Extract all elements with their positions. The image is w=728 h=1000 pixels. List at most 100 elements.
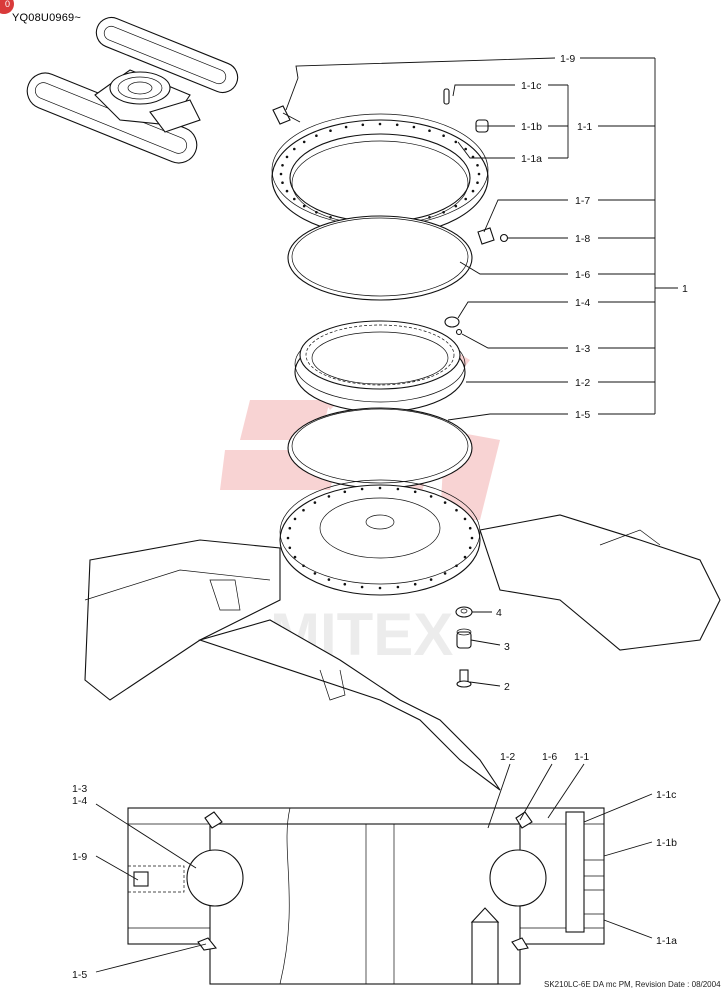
section-label-1-3: 1-3 bbox=[72, 783, 87, 795]
label-1-2: 1-2 bbox=[575, 377, 590, 389]
bolt-hole bbox=[327, 495, 331, 498]
label-1-1c: 1-1c bbox=[521, 80, 541, 92]
bolt-hole bbox=[302, 564, 305, 568]
label-1-1a: 1-1a bbox=[521, 153, 542, 165]
bolt-hole bbox=[413, 582, 417, 586]
label-1-7: 1-7 bbox=[575, 195, 590, 207]
washer-4 bbox=[455, 606, 473, 618]
bolt-hole bbox=[464, 197, 468, 201]
label-4: 4 bbox=[496, 607, 502, 619]
leader-lines bbox=[285, 57, 678, 687]
bolt-hole bbox=[476, 164, 479, 167]
bolt-hole bbox=[395, 123, 399, 127]
seal-1-5 bbox=[287, 407, 473, 489]
section-labels: 1-2 1-6 1-1 1-3 1-4 1-9 1-5 1-1c 1-1b 1-… bbox=[72, 751, 677, 981]
bolt-1-9 bbox=[272, 105, 301, 125]
bolt-hole bbox=[327, 578, 331, 581]
bolt-hole bbox=[378, 122, 382, 126]
bolt-hole bbox=[396, 487, 400, 491]
bolt-hole bbox=[476, 181, 479, 184]
label-1-3: 1-3 bbox=[575, 343, 590, 355]
bolt-hole bbox=[302, 508, 305, 512]
bolt-hole bbox=[293, 197, 296, 201]
bolt-hole bbox=[463, 517, 467, 521]
ball-plug-1-4 bbox=[444, 316, 460, 328]
seal-1-6 bbox=[287, 215, 473, 301]
label-1-6: 1-6 bbox=[575, 269, 590, 281]
section-label-1-5: 1-5 bbox=[72, 969, 87, 981]
bolt-hole bbox=[285, 189, 289, 193]
section-label-1-6: 1-6 bbox=[542, 751, 557, 763]
bolt-hole bbox=[313, 572, 317, 575]
bolt-hole bbox=[463, 555, 467, 559]
exploded-part-labels: 1-9 1-1c 1-1b 1-1 1-1a 1-7 1-8 1-6 1 1-4… bbox=[496, 53, 688, 693]
label-1-1: 1-1 bbox=[577, 121, 592, 133]
swing-mount-base bbox=[279, 479, 481, 596]
bolt-hole bbox=[378, 486, 382, 490]
bolt-hole bbox=[470, 536, 474, 540]
bolt-hole bbox=[454, 140, 458, 144]
label-2: 2 bbox=[504, 681, 510, 693]
bolt-hole bbox=[344, 125, 348, 129]
bolt-hole bbox=[313, 501, 317, 504]
bolt-hole bbox=[293, 517, 297, 521]
bolt-hole bbox=[413, 490, 417, 494]
bolt-hole bbox=[360, 487, 364, 491]
footer-revision: SK210LC-6E DA mc PM, Revision Date : 08/… bbox=[544, 980, 721, 989]
section-leader-lines bbox=[95, 763, 653, 973]
bolt-hole bbox=[471, 155, 475, 159]
bolt-hole bbox=[429, 578, 433, 581]
outer-race-1-1 bbox=[271, 113, 489, 237]
base-holes bbox=[286, 486, 474, 590]
page-badge-number: 0 bbox=[4, 0, 10, 9]
bolt-hole bbox=[412, 125, 416, 129]
section-label-1-9: 1-9 bbox=[72, 851, 87, 863]
bolt-hole bbox=[315, 211, 318, 214]
spacer-3 bbox=[456, 628, 472, 649]
plug-1-1b bbox=[475, 119, 489, 133]
cross-section-view bbox=[127, 807, 605, 985]
bolt-hole bbox=[293, 555, 297, 559]
bolt-hole bbox=[279, 172, 283, 176]
bolt-hole bbox=[281, 181, 284, 184]
label-1-8: 1-8 bbox=[575, 233, 590, 245]
bolt-hole bbox=[442, 134, 445, 137]
label-1-9: 1-9 bbox=[560, 53, 575, 65]
label-1-5: 1-5 bbox=[575, 409, 590, 421]
outer-race-holes bbox=[279, 122, 481, 226]
bolt-hole bbox=[455, 508, 458, 512]
bolt-hole bbox=[396, 585, 400, 589]
bolt-hole bbox=[454, 204, 458, 208]
bolt-hole bbox=[302, 204, 306, 208]
bolt-hole bbox=[288, 526, 292, 530]
bolt-hole bbox=[428, 216, 431, 219]
section-label-1-1: 1-1 bbox=[574, 751, 589, 763]
upper-frame bbox=[84, 514, 721, 791]
section-label-1-4: 1-4 bbox=[72, 795, 87, 807]
section-label-1-1a: 1-1a bbox=[656, 935, 677, 947]
bolt-hole bbox=[443, 572, 447, 575]
bolt-hole bbox=[464, 147, 468, 151]
pin-1-3 bbox=[455, 328, 463, 336]
label-3: 3 bbox=[504, 641, 510, 653]
bolt-hole bbox=[360, 585, 364, 589]
undercarriage-thumbnail bbox=[26, 16, 239, 164]
label-1: 1 bbox=[682, 283, 688, 295]
section-label-1-2: 1-2 bbox=[500, 751, 515, 763]
bolt-hole bbox=[329, 216, 332, 219]
inner-race-gear-1-2 bbox=[294, 320, 466, 413]
grease-nipple-1-8 bbox=[499, 233, 509, 243]
bolt-hole bbox=[468, 526, 472, 530]
label-1-1b: 1-1b bbox=[521, 121, 542, 133]
bolt-hole bbox=[302, 140, 306, 144]
bolt-2 bbox=[456, 669, 472, 688]
bolt-hole bbox=[477, 172, 481, 176]
bolt-hole bbox=[281, 164, 284, 167]
bolt-hole bbox=[455, 564, 458, 568]
bolt-hole bbox=[468, 546, 472, 550]
bolt-hole bbox=[343, 582, 347, 586]
bolt-hole bbox=[443, 501, 447, 504]
bolt-hole bbox=[286, 536, 290, 540]
bolt-hole bbox=[288, 546, 292, 550]
